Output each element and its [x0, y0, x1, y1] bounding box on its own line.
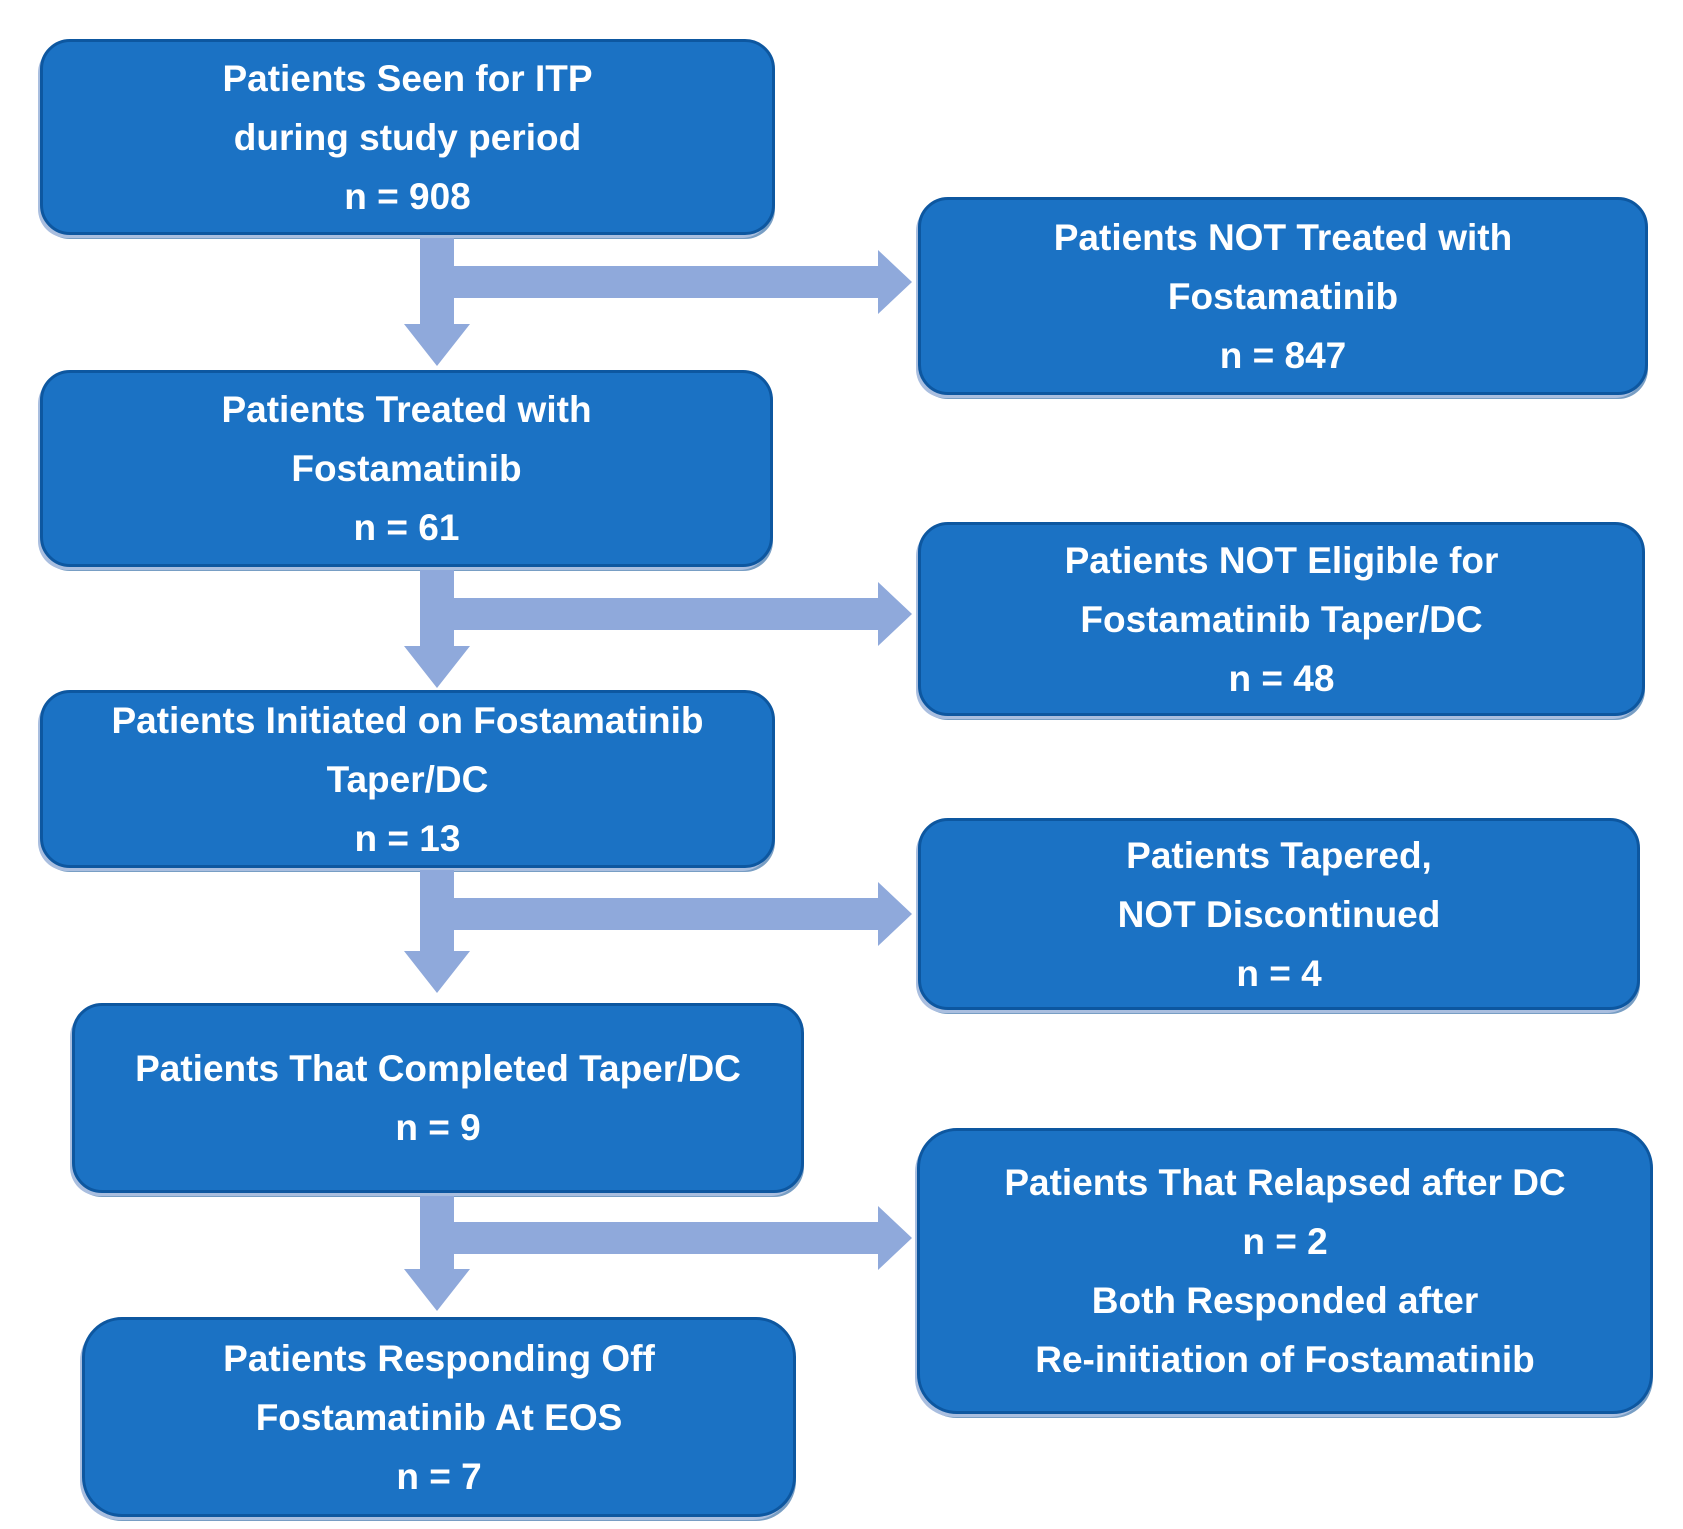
- flow-box-patients-completed-taper-dc: Patients That Completed Taper/DC n = 9: [72, 1003, 804, 1193]
- flow-box-patients-seen-for-itp: Patients Seen for ITP during study perio…: [40, 39, 775, 235]
- box-text-line: Patients That Relapsed after DC: [1004, 1162, 1566, 1203]
- box-text-line: Taper/DC: [326, 758, 489, 800]
- flow-box-patients-relapsed-after-dc: Patients That Relapsed after DC n = 2 Bo…: [917, 1128, 1653, 1414]
- box-text-line: Patients NOT Eligible for: [1064, 539, 1499, 581]
- box-text-line: Patients Tapered,: [1126, 834, 1432, 876]
- flow-connector-4: [404, 1196, 912, 1311]
- flow-box-patients-treated: Patients Treated with Fostamatinib n = 6…: [40, 370, 773, 567]
- box-text-line: Fostamatinib: [1167, 275, 1399, 317]
- box-count-line: n = 4: [1236, 952, 1322, 994]
- right-branch-arrow: [420, 1206, 912, 1270]
- box-count-line: n = 847: [1219, 334, 1347, 376]
- box-count-line: n = 48: [1228, 657, 1335, 699]
- box-count-line: n = 908: [344, 175, 471, 217]
- right-branch-arrow: [420, 882, 912, 946]
- box-text-line: Patients Responding Off: [223, 1337, 655, 1379]
- flow-connector-1: [404, 238, 912, 366]
- flow-box-patients-responding-off-eos: Patients Responding Off Fostamatinib At …: [82, 1317, 796, 1517]
- right-branch-arrow: [420, 582, 912, 646]
- box-text-line: Fostamatinib Taper/DC: [1080, 598, 1483, 640]
- box-text-line: Fostamatinib: [291, 448, 522, 489]
- box-count-line: n = 13: [354, 817, 461, 859]
- flow-box-patients-initiated-taper-dc: Patients Initiated on Fostamatinib Taper…: [40, 690, 775, 868]
- right-branch-arrow: [420, 250, 912, 314]
- box-count-line: n = 9: [395, 1107, 481, 1148]
- down-arrow: [404, 238, 470, 366]
- box-text-line: Patients Seen for ITP: [222, 57, 593, 99]
- box-text-line: Patients NOT Treated with: [1053, 216, 1513, 258]
- box-text-line: Patients That Completed Taper/DC: [135, 1048, 741, 1089]
- box-count-line: n = 7: [396, 1455, 482, 1497]
- box-text-line: Re-initiation of Fostamatinib: [1035, 1339, 1535, 1380]
- flow-connector-2: [404, 570, 912, 688]
- box-count-line: n = 61: [353, 507, 460, 548]
- box-count-line: n = 2: [1242, 1221, 1328, 1262]
- down-arrow: [404, 870, 470, 993]
- flow-connector-3: [404, 870, 912, 993]
- box-text-line: Patients Treated with: [221, 389, 592, 430]
- flow-box-patients-not-treated: Patients NOT Treated with Fostamatinib n…: [918, 197, 1648, 395]
- box-text-line: NOT Discontinued: [1117, 893, 1441, 935]
- box-text-line: during study period: [233, 116, 582, 158]
- box-text-line: Both Responded after: [1091, 1280, 1479, 1321]
- flow-box-patients-not-eligible: Patients NOT Eligible for Fostamatinib T…: [918, 522, 1645, 716]
- flow-box-patients-tapered-not-discontinued: Patients Tapered, NOT Discontinued n = 4: [918, 818, 1640, 1010]
- box-text-line: Fostamatinib At EOS: [255, 1396, 623, 1438]
- box-text-line: Patients Initiated on Fostamatinib: [111, 699, 704, 741]
